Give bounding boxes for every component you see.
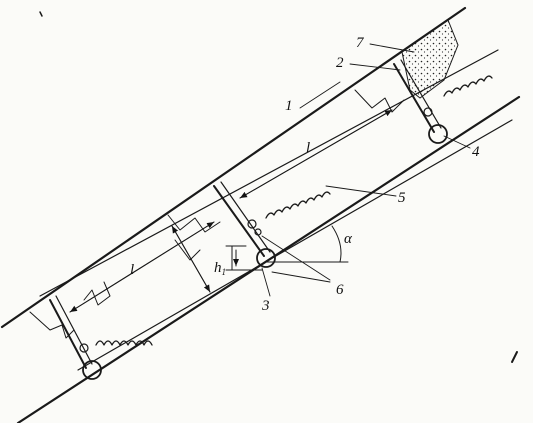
label-alpha: α xyxy=(344,231,353,247)
stray-mark-top xyxy=(39,11,43,17)
leader-2 xyxy=(349,63,401,71)
leader-6b xyxy=(271,271,331,283)
spring-left xyxy=(95,340,153,346)
label-4: 4 xyxy=(472,144,480,160)
seam-upper-wall xyxy=(0,6,467,329)
stray-mark-right xyxy=(511,351,518,363)
leader-1 xyxy=(299,81,341,109)
angle-arc xyxy=(331,225,342,263)
label-3: 3 xyxy=(261,298,270,314)
dim-h1 xyxy=(225,245,263,271)
label-5: 5 xyxy=(398,190,406,206)
broken-rock-middle xyxy=(167,214,221,261)
label-h: h1 xyxy=(214,260,226,277)
leader-4 xyxy=(443,135,471,149)
label-7: 7 xyxy=(356,35,365,51)
leader-7 xyxy=(369,43,415,53)
label-l-top: l xyxy=(306,140,310,156)
support-middle xyxy=(213,181,276,268)
label-2: 2 xyxy=(336,55,344,71)
spring-middle xyxy=(265,191,331,219)
broken-rock-right xyxy=(354,89,405,113)
spring-right xyxy=(443,75,493,97)
leader-6 xyxy=(261,235,331,281)
leader-3 xyxy=(261,267,271,297)
broken-rock-left xyxy=(29,281,111,339)
label-l-bottom: l xyxy=(130,262,134,278)
dim-l-lower-back xyxy=(69,221,215,313)
label-6: 6 xyxy=(336,282,344,298)
support-left xyxy=(49,295,102,380)
floor-line xyxy=(77,119,513,371)
label-1: 1 xyxy=(285,98,293,114)
leader-5 xyxy=(325,185,397,197)
support-right xyxy=(393,59,448,144)
dim-l-upper-back xyxy=(239,109,393,199)
dim-thickness-back xyxy=(171,225,211,293)
